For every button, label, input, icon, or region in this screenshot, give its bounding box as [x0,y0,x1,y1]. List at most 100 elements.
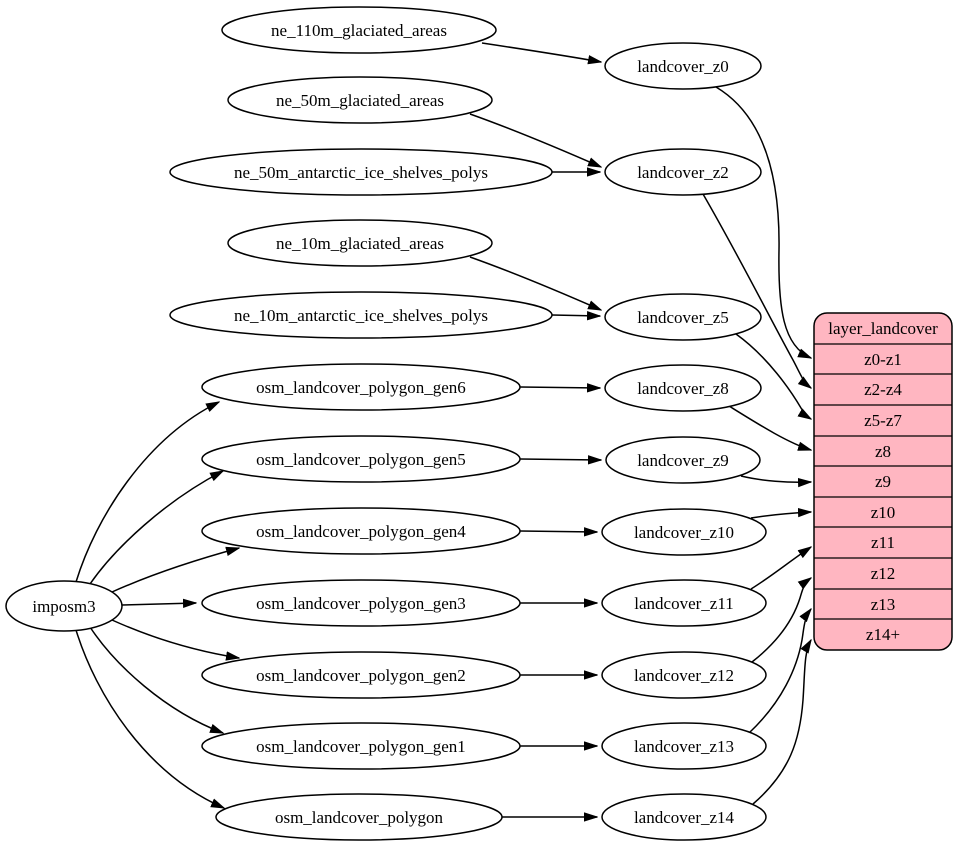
edge-landcover_z14-to-row-z14plus [752,640,811,805]
table-row-z8: z8 [875,442,891,461]
node-ellipse [201,579,521,627]
node-landcover_z12: landcover_z12 [601,651,767,699]
node-label: ne_110m_glaciated_areas [271,21,447,40]
node-ellipse [5,580,123,632]
node-label: osm_landcover_polygon [275,808,444,827]
edge-ne_10m_antarctic_ice_shelves_polys-to-landcover_z5 [551,315,600,316]
node-landcover_z11: landcover_z11 [601,579,767,627]
node-label: landcover_z12 [634,666,734,685]
node-osm_landcover_polygon_gen6: osm_landcover_polygon_gen6 [201,363,521,411]
table-row-z5-z7: z5-z7 [864,411,902,430]
node-ellipse [201,435,521,483]
node-label: landcover_z10 [634,523,734,542]
node-landcover_z0: landcover_z0 [604,42,762,90]
node-label: landcover_z5 [637,308,729,327]
node-ellipse [201,722,521,770]
node-label: landcover_z8 [637,379,729,398]
edge-landcover_z0-to-row-z0-z1 [715,86,811,359]
node-ellipse [604,364,762,412]
edge-osm_landcover_polygon_gen6-to-landcover_z8 [519,387,600,388]
node-ellipse [601,579,767,627]
table-row-z12: z12 [871,564,896,583]
node-landcover_z8: landcover_z8 [604,364,762,412]
node-ellipse [601,508,767,556]
node-ellipse [221,6,497,54]
node-label: osm_landcover_polygon_gen6 [256,378,466,397]
table-row-z2-z4: z2-z4 [864,380,902,399]
node-landcover_z9: landcover_z9 [605,436,761,484]
edge-landcover_z5-to-row-z5-z7 [735,333,811,419]
node-ellipse [604,293,762,341]
node-label: ne_50m_glaciated_areas [276,91,444,110]
node-ellipse [201,507,521,555]
edge-imposm3-to-osm_landcover_polygon_gen5 [89,471,223,585]
node-label: osm_landcover_polygon_gen2 [256,666,466,685]
node-label: landcover_z0 [637,57,729,76]
node-ne_110m_glaciated_areas: ne_110m_glaciated_areas [221,6,497,54]
node-ellipse [601,793,767,841]
node-ellipse [215,793,503,841]
node-ellipse [604,42,762,90]
edge-landcover_z11-to-row-z11 [750,547,811,590]
edge-ne_110m_glaciated_areas-to-landcover_z0 [481,42,601,62]
node-label: landcover_z2 [637,163,729,182]
edge-landcover_z10-to-row-z10 [750,512,811,519]
edge-imposm3-to-osm_landcover_polygon_gen1 [89,626,223,734]
edge-landcover_z12-to-row-z12 [751,578,811,663]
node-osm_landcover_polygon: osm_landcover_polygon [215,793,503,841]
node-ellipse [601,651,767,699]
node-ne_50m_antarctic_ice_shelves_polys: ne_50m_antarctic_ice_shelves_polys [169,148,553,196]
edge-imposm3-to-osm_landcover_polygon_gen6 [75,402,219,583]
node-imposm3: imposm3 [5,580,123,632]
edge-landcover_z8-to-row-z8 [728,405,811,451]
node-label: landcover_z11 [634,594,733,613]
node-landcover_z10: landcover_z10 [601,508,767,556]
table-row-z11: z11 [871,533,895,552]
node-label: landcover_z9 [637,451,729,470]
edge-imposm3-to-osm_landcover_polygon_gen2 [111,619,239,658]
table-background [813,312,953,651]
edge-osm_landcover_polygon_gen5-to-landcover_z9 [519,459,601,460]
edge-osm_landcover_polygon_gen4-to-landcover_z10 [519,531,597,532]
node-osm_landcover_polygon_gen3: osm_landcover_polygon_gen3 [201,579,521,627]
table-layer_landcover: layer_landcover z0-z1 z2-z4 z5-z7 z8 z9 … [813,312,953,651]
node-label: osm_landcover_polygon_gen5 [256,450,466,469]
node-landcover_z5: landcover_z5 [604,293,762,341]
node-label: osm_landcover_polygon_gen4 [256,522,466,541]
table-title: layer_landcover [828,319,938,338]
node-ellipse [601,722,767,770]
node-label: osm_landcover_polygon_gen3 [256,594,466,613]
edge-imposm3-to-osm_landcover_polygon_gen4 [111,548,239,593]
table-row-z10: z10 [871,503,896,522]
node-label: landcover_z13 [634,737,734,756]
nodes: ne_110m_glaciated_areas ne_50m_glaciated… [5,6,767,841]
table-row-z13: z13 [871,595,896,614]
table-row-z9: z9 [875,472,891,491]
node-ne_10m_antarctic_ice_shelves_polys: ne_10m_antarctic_ice_shelves_polys [169,291,553,339]
node-ellipse [169,148,553,196]
node-ellipse [169,291,553,339]
node-ellipse [201,651,521,699]
node-ellipse [605,436,761,484]
node-landcover_z14: landcover_z14 [601,793,767,841]
node-ellipse [227,219,493,267]
node-label: landcover_z14 [634,808,735,827]
edge-landcover_z2-to-row-z2-z4 [702,193,811,388]
table-row-z14plus: z14+ [866,625,900,644]
node-ellipse [201,363,521,411]
node-ne_50m_glaciated_areas: ne_50m_glaciated_areas [227,76,493,124]
node-label: osm_landcover_polygon_gen1 [256,737,466,756]
edge-imposm3-to-osm_landcover_polygon [75,629,224,809]
node-ne_10m_glaciated_areas: ne_10m_glaciated_areas [227,219,493,267]
node-label: imposm3 [32,597,95,616]
node-label: ne_10m_antarctic_ice_shelves_polys [234,306,488,325]
edge-ne_10m_glaciated_areas-to-landcover_z5 [469,256,601,311]
node-ellipse [227,76,493,124]
node-label: ne_50m_antarctic_ice_shelves_polys [234,163,488,182]
node-landcover_z2: landcover_z2 [604,148,762,196]
node-ellipse [604,148,762,196]
edge-imposm3-to-osm_landcover_polygon_gen3 [121,603,196,605]
edges [75,42,811,817]
table-row-z0-z1: z0-z1 [864,350,902,369]
